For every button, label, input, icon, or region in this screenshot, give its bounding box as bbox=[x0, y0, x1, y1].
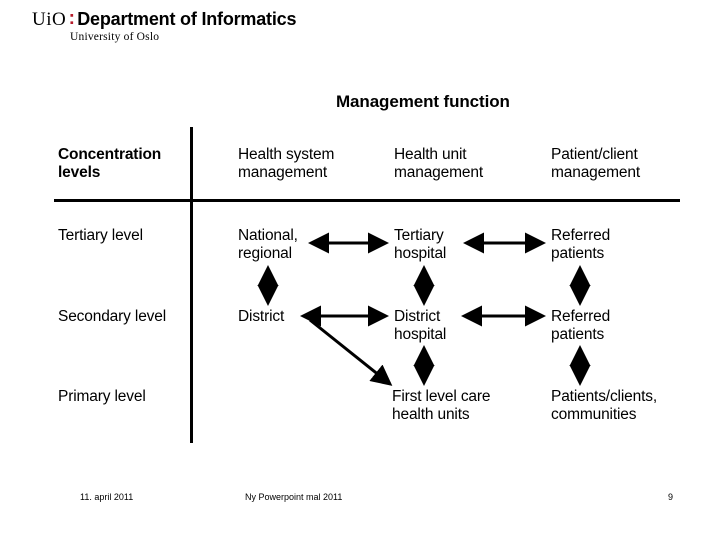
column-header-health-system-management: Health system management bbox=[238, 146, 335, 182]
arrow-district-to-first-level-care bbox=[309, 318, 393, 386]
cell-secondary-health-unit: District hospital bbox=[394, 308, 447, 344]
university-name: University of Oslo bbox=[70, 31, 160, 43]
cell-secondary-health-system: District bbox=[238, 308, 285, 325]
matrix-vertical-divider bbox=[190, 127, 193, 443]
row-label-secondary-level: Secondary level bbox=[58, 308, 167, 325]
footer-page-number: 9 bbox=[668, 492, 674, 502]
cell-tertiary-patient-client: Referred patients bbox=[551, 227, 611, 263]
row-label-primary-level: Primary level bbox=[58, 388, 146, 405]
cell-tertiary-health-unit: Tertiary hospital bbox=[394, 227, 447, 263]
uio-logo-primary-line: UiO:Department of Informatics bbox=[32, 8, 297, 30]
column-header-patient-client-management: Patient/client management bbox=[551, 146, 640, 182]
slide-footer: 11. april 2011 Ny Powerpoint mal 2011 9 bbox=[0, 492, 720, 512]
footer-date: 11. april 2011 bbox=[80, 492, 134, 502]
uio-colon-separator-icon: : bbox=[68, 8, 75, 29]
matrix-horizontal-divider bbox=[54, 199, 680, 202]
department-name: Department of Informatics bbox=[77, 9, 297, 29]
uio-wordmark: UiO bbox=[32, 9, 67, 30]
cell-primary-patient-client: Patients/clients, communities bbox=[551, 388, 658, 424]
footer-template-name: Ny Powerpoint mal 2011 bbox=[245, 492, 343, 502]
uio-logo: UiO:Department of Informatics University… bbox=[32, 8, 297, 44]
cell-primary-health-unit: First level care health units bbox=[392, 388, 491, 424]
row-label-tertiary-level: Tertiary level bbox=[58, 227, 143, 244]
cell-tertiary-health-system: National, regional bbox=[238, 227, 298, 263]
column-header-health-unit-management: Health unit management bbox=[394, 146, 483, 182]
diagram-title: Management function bbox=[336, 92, 510, 111]
matrix-corner-label: Concentration levels bbox=[58, 146, 162, 182]
cell-secondary-patient-client: Referred patients bbox=[551, 308, 611, 344]
